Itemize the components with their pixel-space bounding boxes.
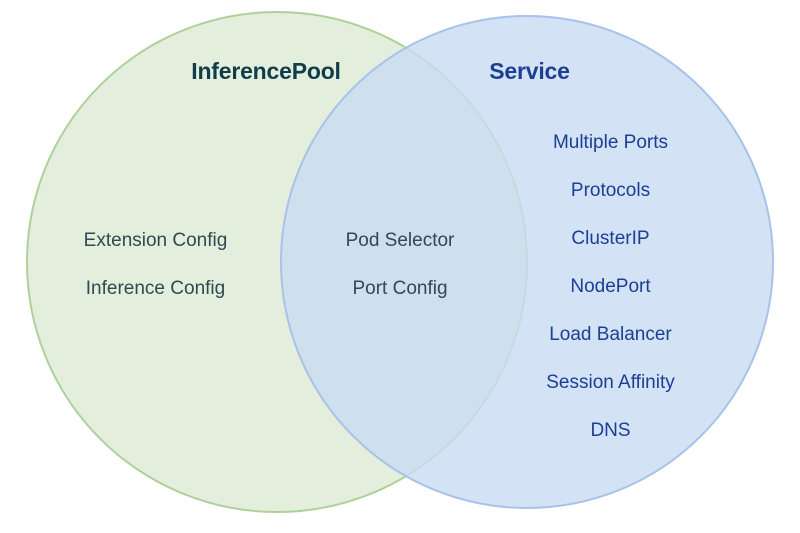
list-item: Protocols [570, 180, 651, 201]
list-item: Port Config [352, 278, 448, 299]
list-item: Pod Selector [345, 230, 455, 251]
right-set-title: Service [489, 58, 570, 84]
left-set-item-list: Extension Config Inference Config [38, 231, 273, 327]
list-item: DNS [590, 420, 631, 441]
list-item: Extension Config [83, 230, 228, 251]
list-item: Session Affinity [546, 372, 675, 393]
list-item: ClusterIP [571, 228, 650, 249]
left-set-title: InferencePool [191, 58, 341, 84]
right-set-item-list: Multiple Ports Protocols ClusterIP NodeP… [489, 133, 732, 469]
list-item: NodePort [570, 276, 651, 297]
list-item: Load Balancer [549, 324, 672, 345]
list-item: Inference Config [85, 278, 226, 299]
venn-circle-right [280, 15, 774, 509]
list-item: Multiple Ports [552, 132, 669, 153]
intersection-item-list: Pod Selector Port Config [300, 231, 500, 327]
